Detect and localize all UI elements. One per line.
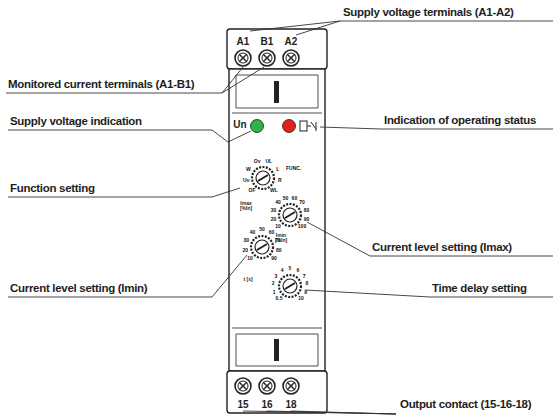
scale-value: 8: [306, 281, 309, 287]
callout-text: Time delay setting: [432, 282, 527, 295]
callout-text: Indication of operating status: [384, 114, 536, 127]
scale-value: 30: [271, 208, 277, 214]
scale-value: 80: [304, 208, 310, 214]
callout-text: Supply voltage indication: [10, 115, 142, 128]
scale-value: 40: [250, 230, 256, 236]
scale-value: 3: [275, 274, 278, 280]
callout-text: Supply voltage terminals (A1-A2): [343, 6, 514, 19]
callout-text: Function setting: [10, 182, 95, 195]
dial-title: Imax [%In]: [235, 201, 257, 212]
scale-value: 90: [304, 217, 310, 223]
callout-text: Monitored current terminals (A1-B1): [8, 78, 194, 91]
scale-value: 70: [299, 200, 305, 206]
terminal-name: A1: [237, 36, 250, 47]
led-label: Un: [233, 119, 246, 130]
dial-title: FUNC.: [286, 166, 301, 172]
scale-value: 10: [275, 224, 281, 230]
scale-value: R: [278, 178, 282, 184]
scale-value: WL: [270, 188, 278, 194]
scale-value: 60: [269, 230, 275, 236]
scale-value: 90: [271, 256, 277, 262]
scale-value: 10: [247, 256, 253, 262]
scale-value: 0.5: [276, 296, 283, 302]
terminal-number: 18: [285, 399, 296, 410]
scale-value: UL: [265, 159, 272, 165]
scale-value: 40: [275, 200, 281, 206]
scale-value: 50: [283, 196, 289, 202]
terminal-name: B1: [261, 36, 274, 47]
dial-title: t [s]: [237, 277, 259, 283]
scale-value: 20: [271, 217, 277, 223]
callout-text: Current level setting (Imax): [372, 241, 512, 254]
scale-value: 6: [297, 268, 300, 274]
scale-value: 30: [244, 238, 250, 244]
scale-value: 20: [243, 248, 249, 254]
terminal-number: 15: [237, 399, 248, 410]
scale-value: OF: [249, 188, 256, 194]
scale-value: 2: [272, 281, 275, 287]
scale-value: 10: [298, 296, 304, 302]
scale-value: 1: [273, 290, 276, 296]
terminal-number: 16: [261, 399, 272, 410]
scale-value: 60: [292, 196, 298, 202]
scale-value: Uo: [243, 178, 250, 184]
scale-value: Ov: [254, 159, 261, 165]
scale-value: 70: [275, 238, 281, 244]
scale-value: 5: [289, 266, 292, 272]
scale-value: L: [276, 167, 279, 173]
callout-text: Output contact (15-16-18): [400, 398, 531, 411]
callout-text: Current level setting (Imin): [10, 282, 147, 295]
scale-value: 4: [281, 268, 284, 274]
scale-value: 100: [298, 224, 306, 230]
scale-value: 50: [259, 227, 265, 233]
scale-value: 9: [304, 290, 307, 296]
terminal-name: A2: [285, 36, 298, 47]
scale-value: 80: [276, 248, 282, 254]
scale-value: W: [246, 167, 251, 173]
scale-value: 7: [303, 274, 306, 280]
